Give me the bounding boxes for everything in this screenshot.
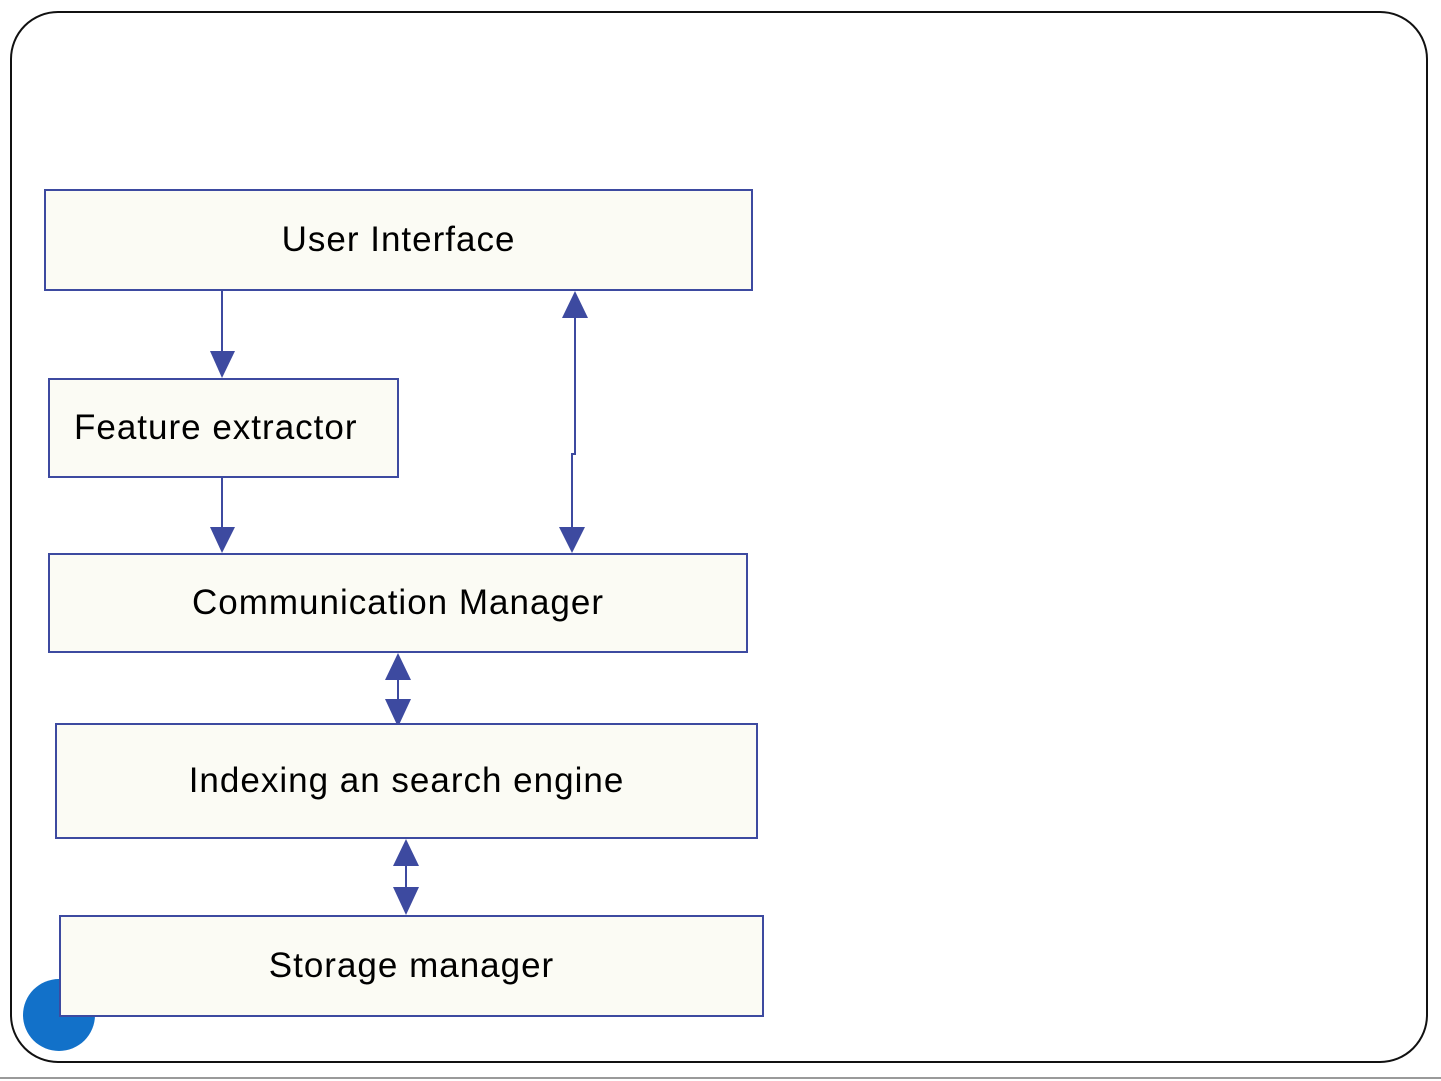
arrowhead-down-cm-left	[210, 527, 235, 553]
block-communication-manager: Communication Manager	[48, 553, 748, 653]
arrowhead-down-cm-right	[559, 527, 585, 553]
block-feature-extractor: Feature extractor	[48, 378, 399, 478]
arrowhead-down-fe	[210, 351, 235, 378]
block-label: User Interface	[282, 220, 516, 260]
connector-ui-cm	[572, 318, 575, 528]
block-user-interface: User Interface	[44, 189, 753, 291]
block-label: Communication Manager	[192, 583, 604, 623]
block-storage-manager: Storage manager	[59, 915, 764, 1017]
arrowhead-up-ui	[562, 291, 588, 318]
block-indexing-search-engine: Indexing an search engine	[55, 723, 758, 839]
arrowhead-up-ix	[393, 839, 419, 866]
arrowhead-down-sm	[393, 887, 419, 915]
block-label: Storage manager	[269, 946, 554, 986]
block-label: Feature extractor	[74, 408, 358, 448]
arrowhead-up-cm	[385, 653, 411, 680]
block-label: Indexing an search engine	[189, 761, 625, 801]
